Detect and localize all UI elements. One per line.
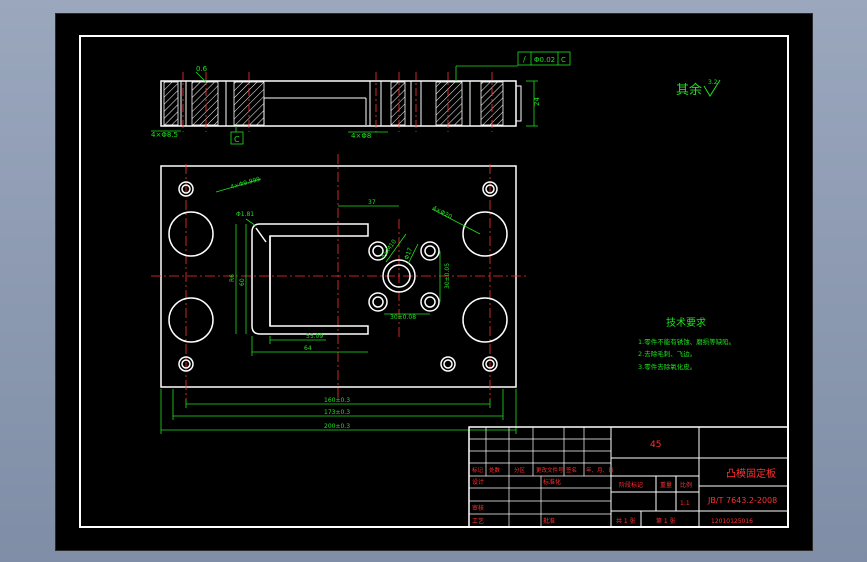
stage-label: 阶段标记 xyxy=(619,481,643,489)
dim-corner: Φ1.81 xyxy=(236,211,254,218)
overall-dim-1: 160±0.3 xyxy=(324,397,350,404)
roughness-value: 3.2 xyxy=(708,79,718,86)
thickness-dim: 24 xyxy=(533,97,541,106)
top-section-view: 0.6 4×Φ8.5 4×Φ8 C 24 / Φ0.02 C xyxy=(151,51,571,145)
fcf-value: Φ0.02 xyxy=(534,56,555,64)
fcf-symbol: / xyxy=(523,55,526,64)
dim-w2: 55.09 xyxy=(306,333,323,340)
title-block: 标记 处数 分区 更改文件号 签名 年、月、日 设计 标准化 审核 工艺 批准 … xyxy=(468,426,789,528)
sheets-total: 共 1 张 xyxy=(616,517,636,525)
roughness-label: 其余 xyxy=(676,82,702,98)
drawing-number: 12010125016 xyxy=(711,518,753,525)
dim-h-right: 30±0.05 xyxy=(444,263,451,289)
tech-item-3: 3.零件去除氧化皮。 xyxy=(638,362,696,371)
roughness-note: 其余 3.2 xyxy=(676,79,721,98)
dim-17: Φ17 xyxy=(403,247,414,261)
tech-item-1: 1.零件不能有锈蚀、磨损等缺陷。 xyxy=(638,337,735,346)
fcf-datum: C xyxy=(561,56,566,64)
header-sign: 签名 xyxy=(566,466,577,474)
row-review: 审核 xyxy=(472,504,484,512)
standard-no: JB/T 7643.2-2008 xyxy=(707,496,777,505)
flatness-tolerance: 0.6 xyxy=(196,65,208,73)
header-change-doc: 更改文件号 xyxy=(536,466,564,474)
tech-title: 技术要求 xyxy=(666,316,706,329)
material: 45 xyxy=(650,440,661,450)
scale-value: 1:1 xyxy=(680,500,690,507)
dim-h-left: R6 xyxy=(229,274,236,282)
cad-drawing: 0.6 4×Φ8.5 4×Φ8 C 24 / Φ0.02 C 其余 3.2 xyxy=(79,35,789,528)
header-mark: 标记 xyxy=(472,466,484,474)
weight-label: 重量 xyxy=(660,481,672,489)
dim-37: 37 xyxy=(368,199,376,206)
technical-requirements: 技术要求 1.零件不能有锈蚀、磨损等缺陷。 2.去除毛刺、飞边。 3.零件去除氧… xyxy=(638,316,735,371)
dim-w3: 64 xyxy=(304,345,312,352)
row-design: 设计 xyxy=(472,478,484,486)
header-count: 处数 xyxy=(489,466,501,474)
dim-w1: 30±0.08 xyxy=(390,314,416,321)
dim-hole-top: 4×Φ9.999 xyxy=(230,176,262,191)
overall-dim-3: 200±0.3 xyxy=(324,423,350,430)
row-standardization: 标准化 xyxy=(543,478,561,486)
header-zone: 分区 xyxy=(514,466,526,474)
row-approve: 批准 xyxy=(543,517,555,525)
header-date: 年、月、日 xyxy=(586,466,614,474)
hole-note-mid: 4×Φ8 xyxy=(351,132,371,140)
sheet-number: 第 1 张 xyxy=(656,517,676,525)
part-name: 凸模固定板 xyxy=(726,467,776,480)
datum-c-label: C xyxy=(234,135,240,144)
front-view: 4×Φ9.999 Φ1.81 37 4×M10 Φ17 4×Φ20 R6 60 … xyxy=(151,154,526,434)
dim-h-mid: 60 xyxy=(239,278,246,286)
overall-dim-2: 173±0.3 xyxy=(324,409,350,416)
tech-item-2: 2.去除毛刺、飞边。 xyxy=(638,349,696,358)
row-process: 工艺 xyxy=(472,517,484,525)
hole-note-left: 4×Φ8.5 xyxy=(151,131,178,139)
dim-4x20: 4×Φ20 xyxy=(431,205,453,221)
scale-label: 比例 xyxy=(680,481,692,489)
border-frame xyxy=(79,35,789,528)
drawing-sheet: 0.6 4×Φ8.5 4×Φ8 C 24 / Φ0.02 C 其余 3.2 xyxy=(55,13,813,551)
